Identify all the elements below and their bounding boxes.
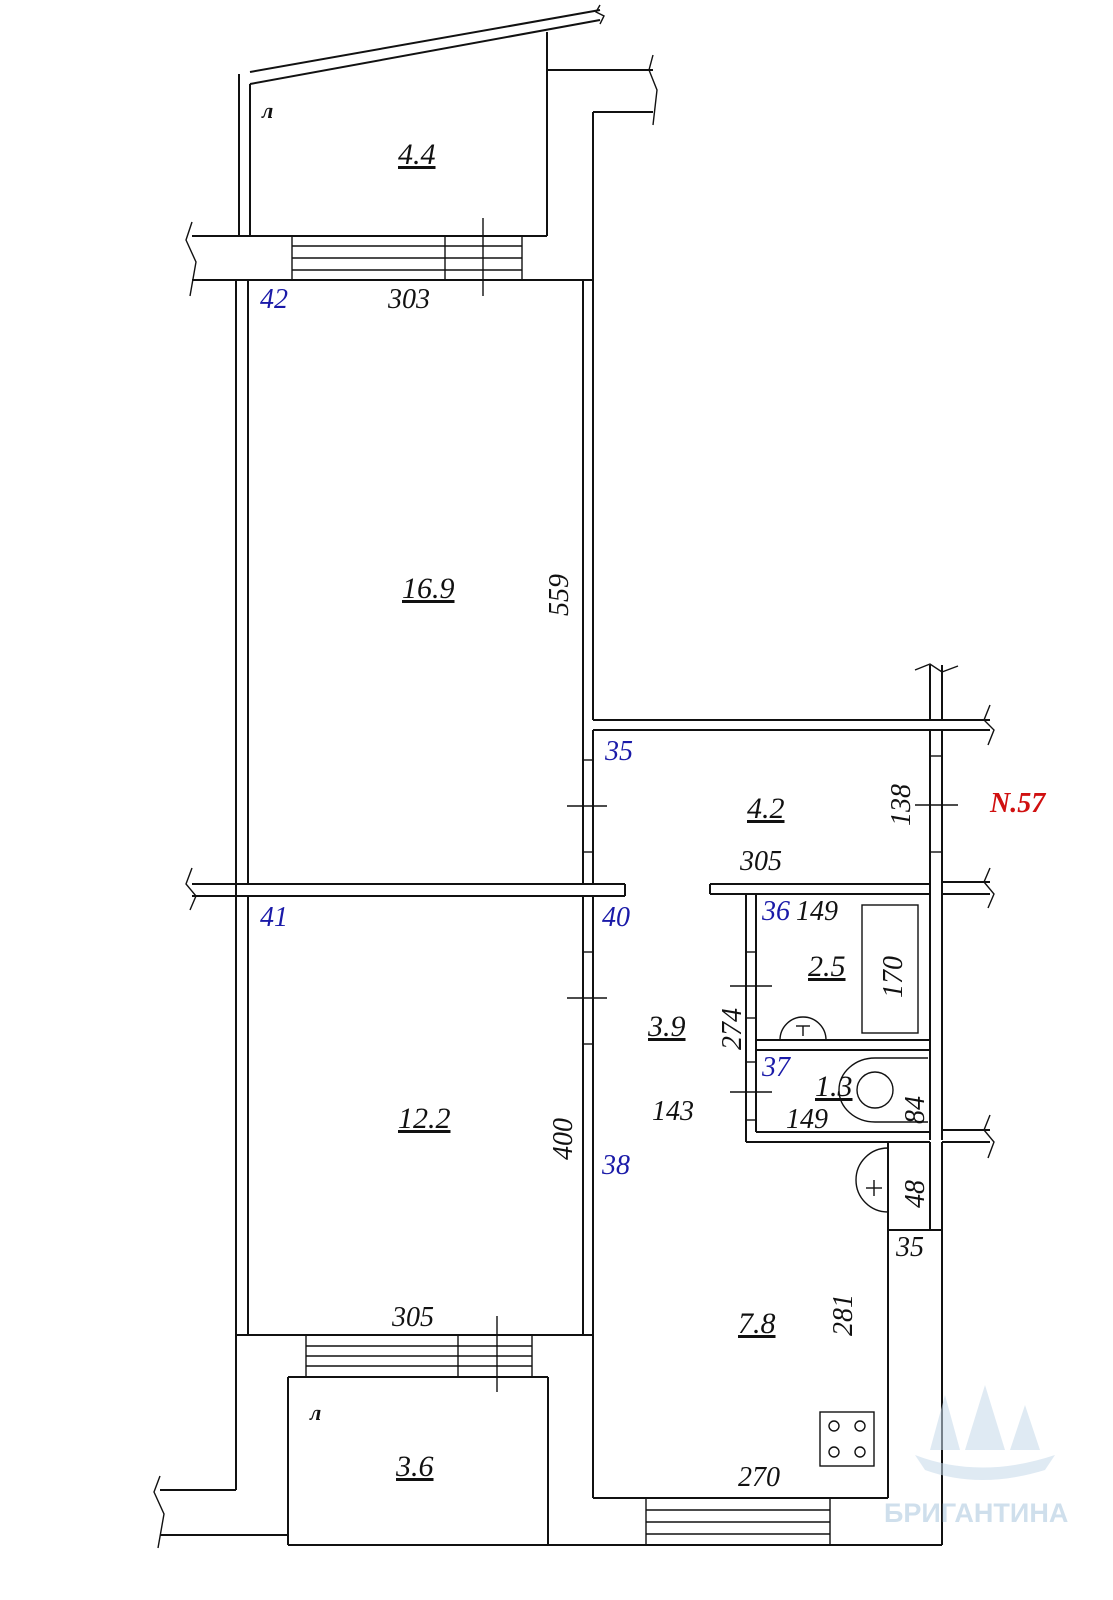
balcony-mark-bottom: л	[309, 1400, 321, 1425]
room-number-38: 38	[601, 1150, 630, 1181]
dim-48: 48	[900, 1180, 931, 1208]
stove	[819, 1411, 875, 1467]
area-balcony-bottom: 3.6	[395, 1450, 434, 1483]
room-number-35: 35	[604, 736, 633, 767]
area-kitchen: 7.8	[738, 1307, 776, 1340]
room-number-42: 42	[260, 284, 288, 315]
room-number-40: 40	[602, 902, 630, 933]
dim-303: 303	[387, 284, 430, 315]
toilet-fixture	[838, 1057, 928, 1123]
balcony-bottom	[153, 1316, 593, 1549]
room-number-41: 41	[260, 902, 288, 933]
dim-305-room: 305	[391, 1302, 434, 1333]
corridor-walls	[593, 663, 995, 1159]
sink	[779, 1016, 827, 1041]
area-hall: 3.9	[647, 1010, 686, 1043]
room-number-37: 37	[761, 1052, 791, 1083]
wall-bottom-kitchen	[548, 1497, 942, 1546]
area-bathroom: 2.5	[808, 950, 846, 983]
kitchen-walls	[819, 1142, 943, 1545]
dim-270: 270	[738, 1462, 780, 1493]
kitchen-riser	[855, 1147, 889, 1213]
left-walls	[235, 280, 249, 1335]
dim-143: 143	[652, 1096, 694, 1127]
dim-559: 559	[544, 574, 575, 616]
wall-room-divider	[185, 867, 626, 911]
balcony-top	[238, 4, 658, 280]
watermark-text: БРИГАНТИНА	[884, 1498, 1068, 1528]
wall-top-with-window	[185, 218, 593, 297]
bathroom-block	[709, 883, 930, 1143]
dim-281: 281	[828, 1294, 859, 1336]
dim-274: 274	[717, 1008, 748, 1050]
dim-35: 35	[895, 1232, 924, 1263]
dim-138: 138	[886, 784, 917, 826]
apartment-number: N.57	[989, 788, 1046, 819]
area-room-large: 16.9	[402, 572, 455, 605]
bathtub	[861, 904, 919, 1034]
dim-400: 400	[548, 1118, 579, 1160]
room-number-36: 36	[761, 896, 790, 927]
area-balcony-top: 4.4	[398, 138, 436, 171]
dim-149-bath: 149	[796, 896, 838, 927]
wall-rooms-right	[567, 280, 607, 1498]
area-corridor-top: 4.2	[747, 792, 785, 825]
area-toilet: 1.3	[815, 1070, 853, 1103]
watermark-logo: БРИГАНТИНА	[884, 1385, 1068, 1528]
balcony-mark-top: л	[261, 98, 273, 123]
dim-149-toilet: 149	[786, 1104, 828, 1135]
area-room-small: 12.2	[398, 1102, 451, 1135]
dim-84: 84	[900, 1096, 931, 1124]
dim-170: 170	[878, 956, 909, 998]
dim-305-corridor: 305	[739, 846, 782, 877]
